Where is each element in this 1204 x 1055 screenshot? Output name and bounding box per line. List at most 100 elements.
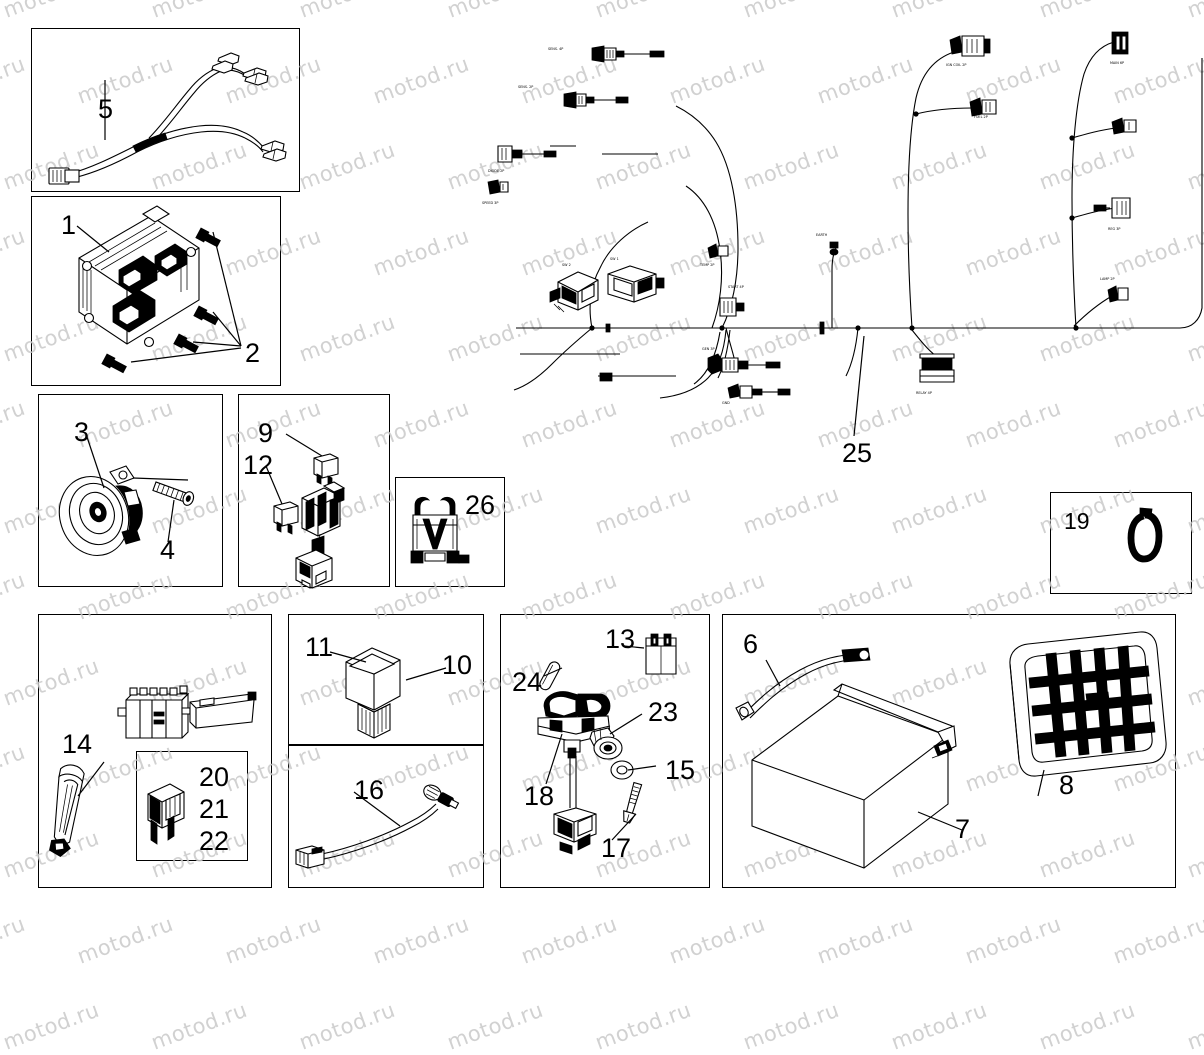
watermark-text: motod.ru — [962, 911, 1065, 969]
watermark-text: motod.ru — [888, 481, 991, 539]
watermark-text: motod.ru — [370, 51, 473, 109]
watermark-text: motod.ru — [814, 911, 917, 969]
watermark-text: motod.ru — [296, 997, 399, 1055]
callout-5: 5 — [98, 94, 114, 124]
svg-text:TEMP 2P: TEMP 2P — [699, 263, 714, 267]
callout-22: 22 — [199, 826, 230, 856]
callout-17: 17 — [601, 833, 632, 863]
callout-25: 25 — [842, 438, 873, 468]
watermark-text: motod.ru — [740, 481, 843, 539]
callout-1: 1 — [61, 210, 77, 240]
callout-4: 4 — [160, 535, 176, 565]
watermark-text: motod.ru — [888, 997, 991, 1055]
callout-18: 18 — [524, 781, 555, 811]
svg-text:RELAY 4P: RELAY 4P — [916, 391, 932, 395]
callout-12: 12 — [243, 450, 274, 480]
art-sub-harness — [48, 52, 287, 185]
svg-text:FUEL 2P: FUEL 2P — [974, 115, 988, 119]
panel-ignition-switch — [500, 614, 710, 888]
watermark-text: motod.ru — [148, 0, 251, 23]
panel-fusebox — [38, 614, 272, 888]
callout-9: 9 — [258, 418, 274, 448]
svg-text:SENS. 2P: SENS. 2P — [518, 85, 533, 89]
panel-clip — [395, 477, 505, 587]
watermark-text: motod.ru — [444, 997, 547, 1055]
svg-text:GEN 3P: GEN 3P — [702, 347, 715, 351]
art-ignition-switch — [537, 633, 677, 855]
watermark-text: motod.ru — [1184, 997, 1204, 1055]
panel-sub-harness — [31, 28, 300, 192]
callout-6: 6 — [743, 629, 759, 659]
watermark-text: motod.ru — [148, 997, 251, 1055]
panel-relay — [288, 614, 484, 746]
svg-text:IGN COIL 2P: IGN COIL 2P — [946, 63, 966, 67]
art-clip — [410, 496, 470, 564]
watermark-text: motod.ru — [0, 51, 29, 109]
watermark-text: motod.ru — [370, 223, 473, 281]
watermark-text: motod.ru — [0, 997, 103, 1055]
callout-24: 24 — [512, 667, 543, 697]
watermark-text: motod.ru — [666, 911, 769, 969]
svg-text:EARTH: EARTH — [816, 233, 828, 237]
svg-text:DIODE 2P: DIODE 2P — [488, 169, 504, 173]
watermark-text: motod.ru — [296, 137, 399, 195]
callout-19: 19 — [1064, 508, 1090, 534]
svg-text:REG 3P: REG 3P — [1108, 227, 1120, 231]
watermark-text: motod.ru — [74, 911, 177, 969]
watermark-text: motod.ru — [1036, 997, 1139, 1055]
callout-16: 16 — [354, 775, 385, 805]
art-lead — [295, 784, 460, 869]
art-relay — [329, 647, 447, 739]
watermark-text: motod.ru — [518, 911, 621, 969]
watermark-text: motod.ru — [296, 0, 399, 23]
art-battery — [735, 631, 1167, 869]
callout-14: 14 — [62, 729, 93, 759]
art-main-harness: SENS. 4P SENS. 2P DIODE 2P — [482, 31, 1203, 437]
svg-text:MAIN 6P: MAIN 6P — [1110, 61, 1124, 65]
callout-13: 13 — [605, 624, 636, 654]
watermark-text: motod.ru — [1184, 825, 1204, 883]
callout-3: 3 — [74, 417, 90, 447]
art-ecu — [76, 205, 242, 374]
watermark-text: motod.ru — [0, 395, 29, 453]
watermark-text: motod.ru — [0, 223, 29, 281]
callout-26: 26 — [465, 490, 496, 520]
panel-battery — [722, 614, 1176, 888]
callout-10: 10 — [442, 650, 473, 680]
panel-fusebox-inset — [136, 751, 248, 861]
watermark-text: motod.ru — [0, 0, 103, 23]
art-fuse-block — [265, 433, 346, 589]
svg-text:SPEED 3P: SPEED 3P — [482, 201, 498, 205]
watermark-text: motod.ru — [0, 911, 29, 969]
callout-21: 21 — [199, 794, 230, 824]
watermark-text: motod.ru — [1184, 653, 1204, 711]
svg-text:GND: GND — [722, 401, 730, 405]
callout-20: 20 — [199, 762, 230, 792]
callout-8: 8 — [1059, 770, 1075, 800]
callout-15: 15 — [665, 755, 696, 785]
watermark-text: motod.ru — [740, 997, 843, 1055]
watermark-text: motod.ru — [592, 997, 695, 1055]
callout-2: 2 — [245, 338, 261, 368]
watermark-text: motod.ru — [370, 911, 473, 969]
svg-text:START 4P: START 4P — [728, 285, 744, 289]
watermark-text: motod.ru — [0, 567, 29, 625]
art-fusebox — [49, 685, 257, 858]
callout-23: 23 — [648, 697, 679, 727]
callout-7: 7 — [955, 814, 971, 844]
svg-text:LAMP 2P: LAMP 2P — [1100, 277, 1115, 281]
svg-text:SENS. 4P: SENS. 4P — [548, 47, 563, 51]
watermark-text: motod.ru — [296, 309, 399, 367]
watermark-text: motod.ru — [222, 911, 325, 969]
panel-lead — [288, 744, 484, 888]
panel-ecu — [31, 196, 281, 386]
watermark-text: motod.ru — [592, 481, 695, 539]
panel-horn — [38, 394, 223, 587]
watermark-text: motod.ru — [0, 739, 29, 797]
panel-band — [1050, 492, 1192, 594]
art-horn — [58, 433, 195, 557]
callout-11: 11 — [305, 632, 334, 662]
svg-text:SW 2: SW 2 — [562, 263, 571, 267]
art-band — [1127, 507, 1163, 563]
